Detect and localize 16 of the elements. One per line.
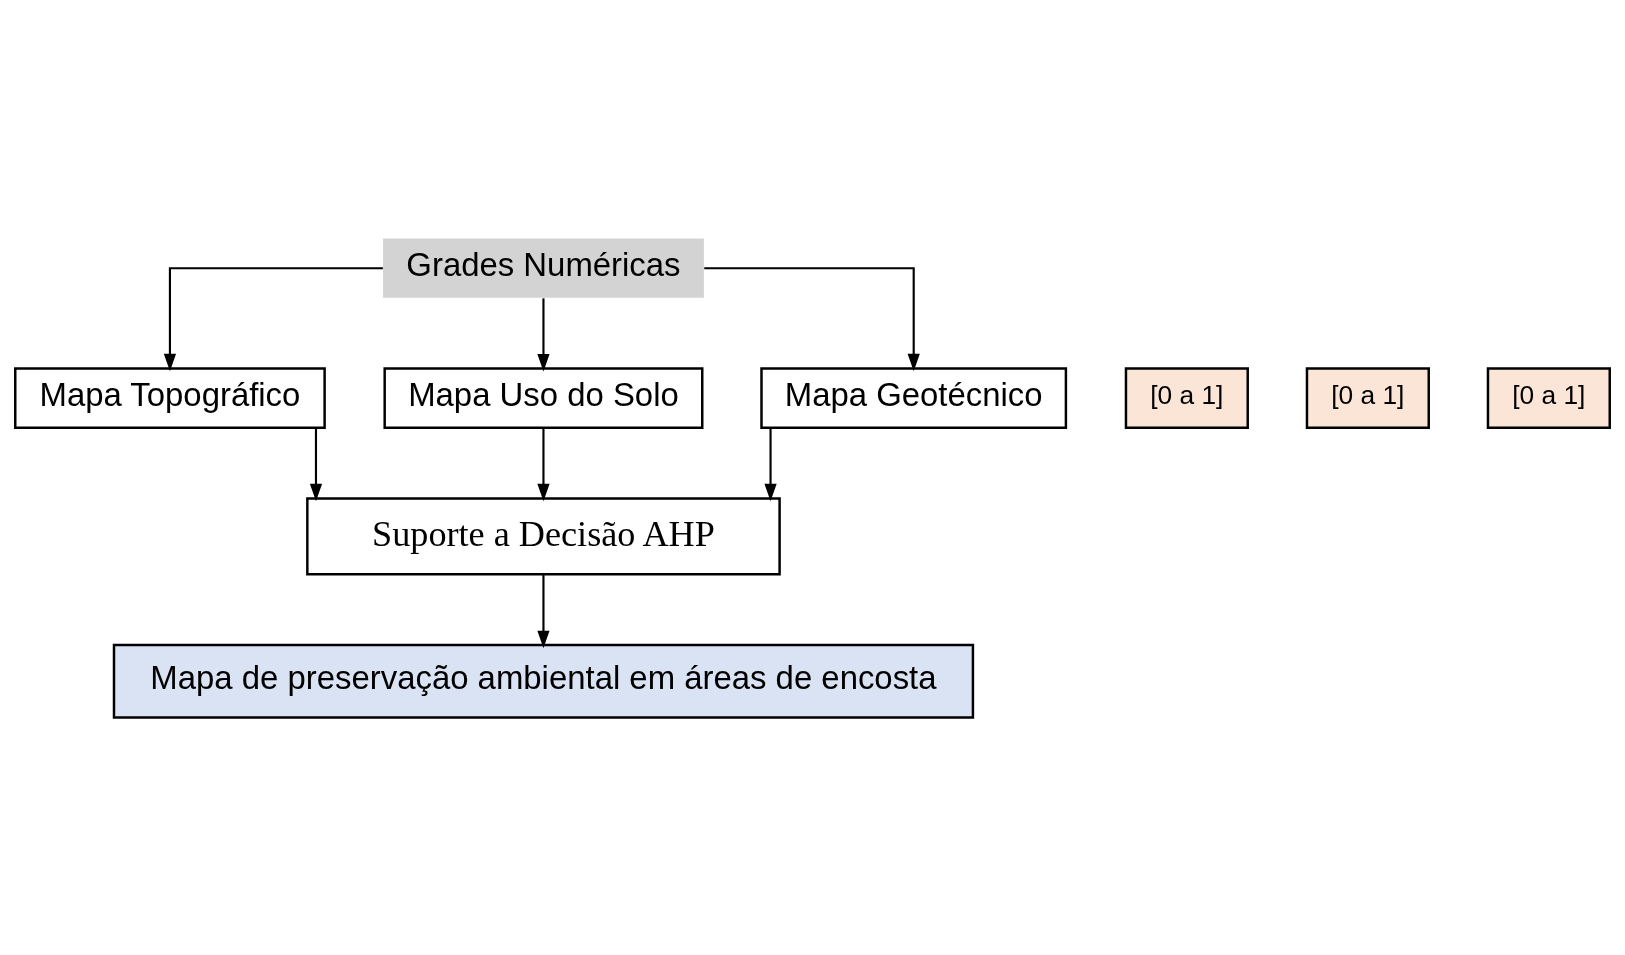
arrow xyxy=(537,573,550,648)
arrow xyxy=(537,297,550,371)
arrow xyxy=(704,266,920,371)
node-box: [0 a 1] xyxy=(1486,366,1611,429)
arrow xyxy=(163,266,383,371)
node-box: Suporte a Decisão AHP xyxy=(306,496,781,575)
arrow xyxy=(764,427,777,501)
node-box: Mapa Topográfico xyxy=(14,366,326,429)
node-box: Mapa de preservação ambiental em áreas de encosta xyxy=(112,643,975,719)
arrow xyxy=(309,427,323,501)
node-box: Mapa Uso do Solo xyxy=(383,366,704,429)
node-box: Mapa Geotécnico xyxy=(760,366,1068,429)
node-box: [0 a 1] xyxy=(1124,366,1249,429)
node-box: Grades Numéricas xyxy=(383,238,704,298)
node-box: [0 a 1] xyxy=(1305,366,1430,429)
arrow xyxy=(537,427,550,501)
